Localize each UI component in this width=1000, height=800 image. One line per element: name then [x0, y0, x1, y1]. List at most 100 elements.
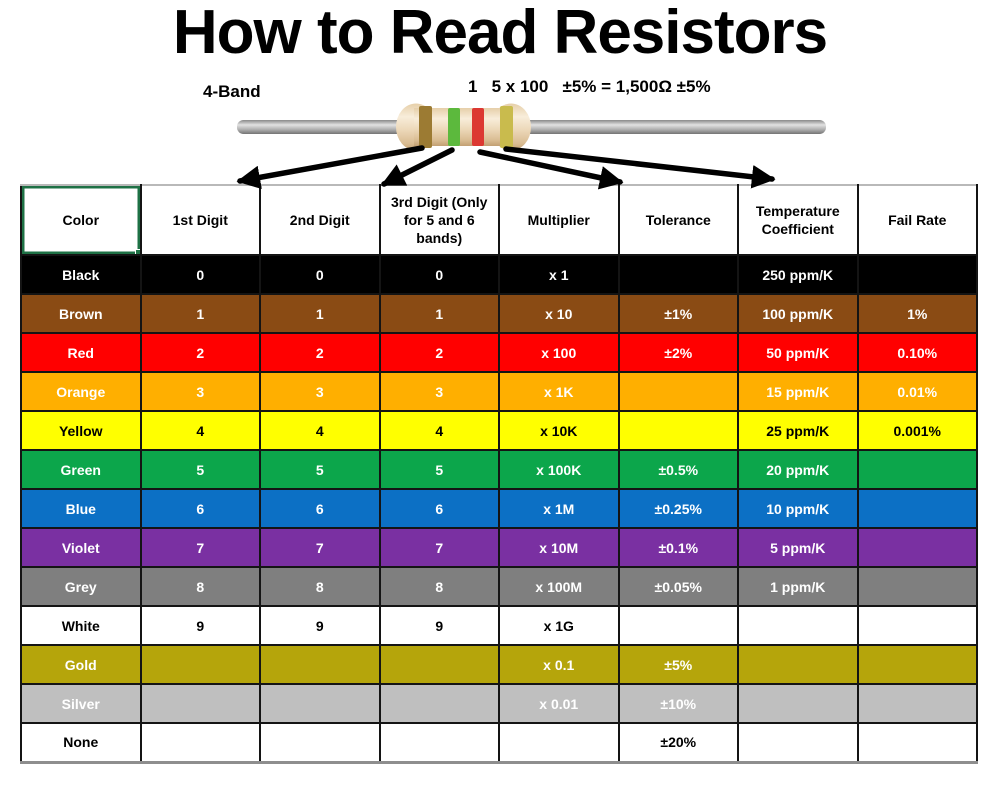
arrow-tolerance	[477, 149, 624, 190]
value-cell: 25 ppm/K	[737, 410, 859, 451]
color-name-cell: Green	[20, 449, 142, 490]
value-cell: 3	[259, 371, 381, 412]
table-row-none: None ±20%	[20, 722, 978, 764]
value-cell: 2	[259, 332, 381, 373]
value-cell	[856, 644, 978, 685]
value-cell: 6	[378, 488, 500, 529]
value-cell: ±10%	[617, 683, 739, 724]
value-cell: 1	[259, 293, 381, 334]
arrow-2nd-digit	[380, 147, 455, 187]
value-cell: 7	[378, 527, 500, 568]
column-header-1st: 1st Digit	[139, 184, 261, 256]
value-cell: 8	[259, 566, 381, 607]
value-cell: 0	[139, 254, 261, 295]
value-cell: 9	[139, 605, 261, 646]
page-title: How to Read Resistors	[172, 0, 828, 67]
color-name-cell: Brown	[20, 293, 142, 334]
value-cell: 3	[378, 371, 500, 412]
value-cell	[856, 449, 978, 490]
value-cell	[139, 683, 261, 724]
value-cell: 5	[139, 449, 261, 490]
band-type-label: 4-Band	[203, 82, 261, 101]
value-cell	[259, 722, 381, 764]
value-cell: 5 ppm/K	[737, 527, 859, 568]
value-cell: 15 ppm/K	[737, 371, 859, 412]
color-name-cell: Red	[20, 332, 142, 373]
value-cell: x 1	[498, 254, 620, 295]
column-header-fail: Fail Rate	[856, 184, 978, 256]
value-cell: ±20%	[617, 722, 739, 764]
value-cell	[856, 566, 978, 607]
value-cell: 0.001%	[856, 410, 978, 451]
value-cell: 5	[378, 449, 500, 490]
value-cell: 9	[259, 605, 381, 646]
value-cell: 8	[139, 566, 261, 607]
value-cell: x 0.1	[498, 644, 620, 685]
value-cell: 4	[139, 410, 261, 451]
value-cell: 1	[378, 293, 500, 334]
value-cell: x 10K	[498, 410, 620, 451]
value-cell: 4	[378, 410, 500, 451]
value-cell: 50 ppm/K	[737, 332, 859, 373]
value-cell	[498, 722, 620, 764]
resistor-body	[396, 103, 531, 151]
value-cell: x 1G	[498, 605, 620, 646]
color-name-cell: Blue	[20, 488, 142, 529]
value-cell: 2	[139, 332, 261, 373]
value-cell: ±0.5%	[617, 449, 739, 490]
value-cell	[856, 722, 978, 764]
brown-band	[419, 106, 432, 148]
band-arrows	[236, 145, 776, 190]
value-cell	[856, 683, 978, 724]
value-cell: ±0.05%	[617, 566, 739, 607]
arrow-temp-coeff	[503, 146, 776, 189]
color-name-cell: Yellow	[20, 410, 142, 451]
color-name-cell: White	[20, 605, 142, 646]
value-cell: 8	[378, 566, 500, 607]
value-cell	[617, 254, 739, 295]
value-cell: ±0.1%	[617, 527, 739, 568]
value-cell: ±1%	[617, 293, 739, 334]
value-cell: 2	[378, 332, 500, 373]
value-cell: 1 ppm/K	[737, 566, 859, 607]
table-row-gold: Gold x 0.1±5%	[20, 644, 978, 685]
color-name-cell: Orange	[20, 371, 142, 412]
value-cell: ±2%	[617, 332, 739, 373]
value-cell: x 100K	[498, 449, 620, 490]
gold-band	[500, 106, 513, 148]
value-cell: 20 ppm/K	[737, 449, 859, 490]
value-cell: ±5%	[617, 644, 739, 685]
value-cell	[856, 254, 978, 295]
color-name-cell: Grey	[20, 566, 142, 607]
value-cell	[378, 683, 500, 724]
color-name-cell: Gold	[20, 644, 142, 685]
value-cell: 9	[378, 605, 500, 646]
color-name-cell: Black	[20, 254, 142, 295]
value-cell	[737, 644, 859, 685]
value-cell: 0	[259, 254, 381, 295]
column-header-2nd: 2nd Digit	[259, 184, 381, 256]
value-cell	[139, 722, 261, 764]
value-cell	[737, 605, 859, 646]
value-cell: 1	[139, 293, 261, 334]
value-cell	[856, 605, 978, 646]
value-cell	[259, 683, 381, 724]
value-cell: x 1M	[498, 488, 620, 529]
value-cell: 5	[259, 449, 381, 490]
color-name-cell: None	[20, 722, 142, 764]
value-cell	[737, 722, 859, 764]
value-cell: 0	[378, 254, 500, 295]
value-cell	[617, 410, 739, 451]
value-cell: 0.01%	[856, 371, 978, 412]
value-cell: x 100	[498, 332, 620, 373]
value-cell: 7	[139, 527, 261, 568]
value-cell: x 100M	[498, 566, 620, 607]
column-header-3rd: 3rd Digit (Only for 5 and 6 bands)	[378, 184, 500, 256]
value-cell: 4	[259, 410, 381, 451]
